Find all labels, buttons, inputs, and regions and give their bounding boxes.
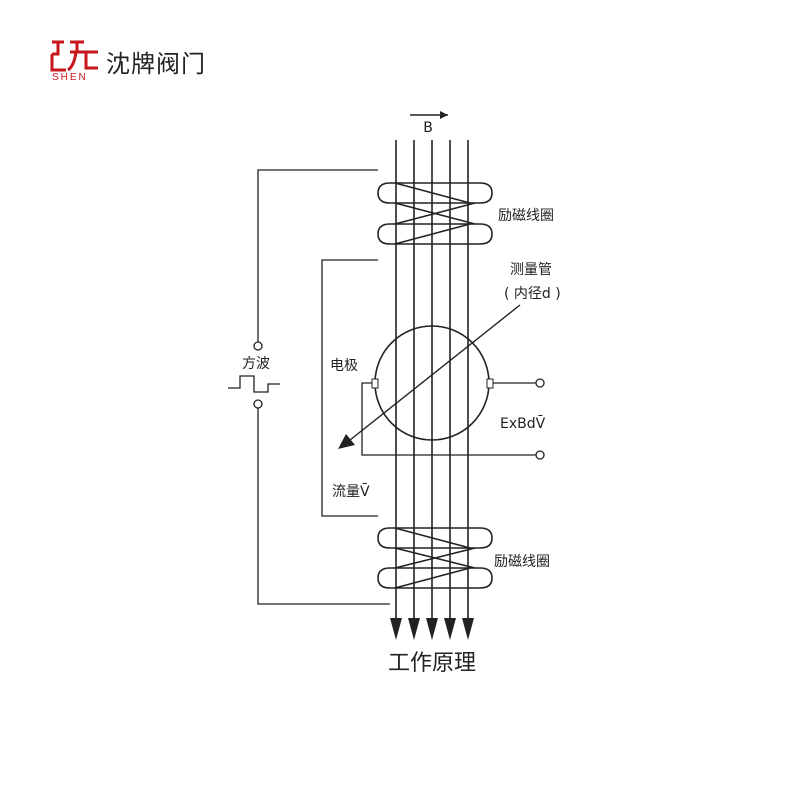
arrowhead-icon xyxy=(444,618,456,640)
square-wave-icon xyxy=(228,375,280,393)
electrode-right xyxy=(486,378,494,389)
field-label: B xyxy=(423,120,433,136)
logo-mark-icon xyxy=(50,40,98,72)
arrowhead-icon xyxy=(462,618,474,640)
flow-arrowhead-icon xyxy=(338,434,355,449)
square-wave-label: 方波 xyxy=(242,356,270,372)
field-arrowheads xyxy=(390,618,474,640)
bottom-excitation-coil xyxy=(377,527,493,589)
electrode-label: 电极 xyxy=(330,358,358,374)
excitation-circuit xyxy=(228,169,390,605)
tube-sub-label: ( 内径d ) xyxy=(504,286,561,302)
flow-arrow xyxy=(349,304,521,441)
coil-bottom-label: 励磁线圈 xyxy=(494,554,550,570)
coil-top-label: 励磁线圈 xyxy=(498,208,554,224)
signal-output xyxy=(361,378,545,460)
brand-logo: 沈牌阀门 SHEN xyxy=(50,38,220,90)
emf-label: ExBdV̄ xyxy=(500,414,546,432)
flow-label: 流量V̄ xyxy=(332,482,370,500)
inner-loop xyxy=(321,259,378,517)
brand-sub: SHEN xyxy=(52,72,88,83)
caption: 工作原理 xyxy=(388,651,476,676)
electrode-left xyxy=(371,378,379,389)
arrowhead-icon xyxy=(390,618,402,640)
top-excitation-coil xyxy=(377,182,493,245)
field-arrow-icon xyxy=(410,111,448,119)
tube-label: 测量管 xyxy=(510,262,552,278)
brand-name: 沈牌阀门 xyxy=(106,50,206,78)
arrowhead-icon xyxy=(408,618,420,640)
arrowhead-icon xyxy=(426,618,438,640)
